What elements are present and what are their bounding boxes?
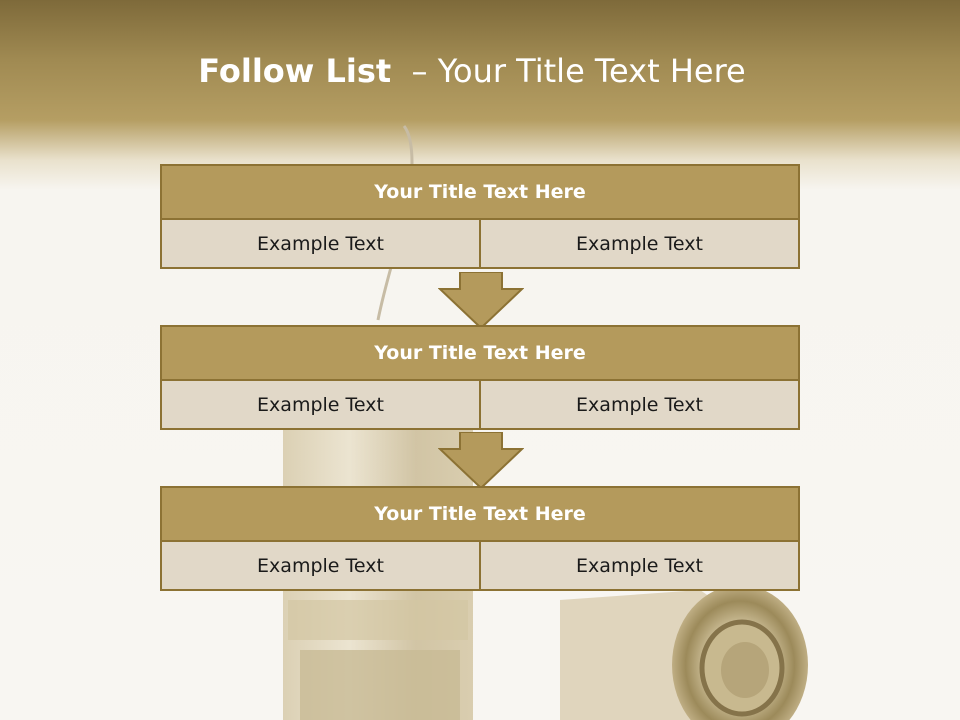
slide-title-rest: – Your Title Text Here (411, 52, 746, 90)
slide-title: Follow List – Your Title Text Here (0, 52, 944, 90)
step-block-1: Your Title Text Here Example Text Exampl… (160, 164, 800, 269)
down-arrow-icon (438, 272, 524, 330)
step-title: Your Title Text Here (160, 486, 800, 542)
step-cell-left: Example Text (160, 381, 481, 430)
step-row: Example Text Example Text (160, 381, 800, 430)
step-cell-left: Example Text (160, 542, 481, 591)
step-row: Example Text Example Text (160, 542, 800, 591)
step-block-2: Your Title Text Here Example Text Exampl… (160, 325, 800, 430)
step-cell-right: Example Text (481, 542, 800, 591)
step-cell-right: Example Text (481, 220, 800, 269)
slide-title-bold: Follow List (198, 52, 392, 90)
step-title: Your Title Text Here (160, 325, 800, 381)
down-arrow-icon (438, 432, 524, 490)
step-row: Example Text Example Text (160, 220, 800, 269)
step-cell-left: Example Text (160, 220, 481, 269)
step-cell-right: Example Text (481, 381, 800, 430)
step-title: Your Title Text Here (160, 164, 800, 220)
step-block-3: Your Title Text Here Example Text Exampl… (160, 486, 800, 591)
